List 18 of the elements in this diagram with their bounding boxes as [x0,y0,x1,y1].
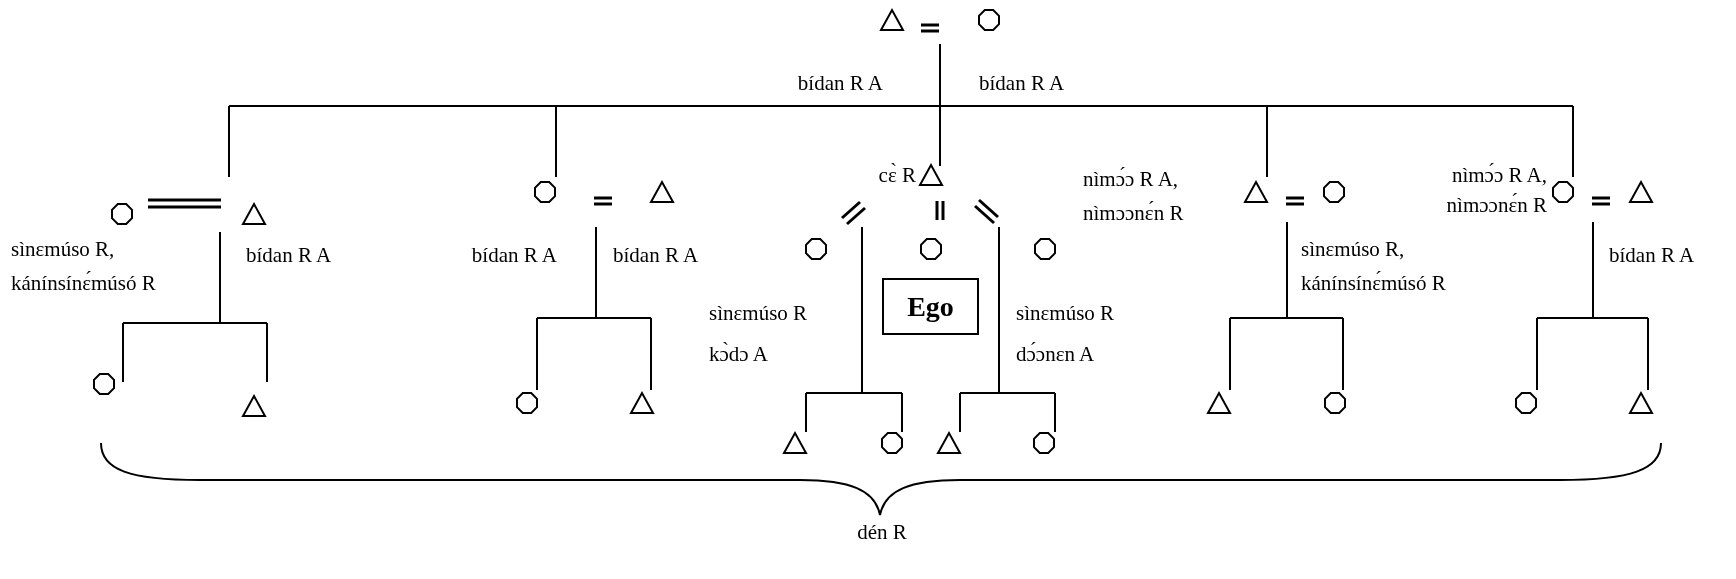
kinship-term: bídan R A [246,242,332,269]
kinship-term: sìnɛmúso R, kánínsínɛ́músó R [11,236,157,297]
ego-box [882,278,979,335]
kinship-term: sìnɛmúso R [709,300,808,327]
kinship-term: bídan R A [613,242,699,269]
kinship-term: bídan R A [797,70,883,97]
kinship-term: nìmɔ́ɔ R A, nìmɔɔnɛ́n R [1083,166,1185,227]
kinship-term: bídan R A [471,242,557,269]
kinship-term: sìnɛmúso R [1016,300,1115,327]
kinship-term: bídan R A [1609,242,1695,269]
kinship-term: sìnɛmúso R, kánínsínɛ́músó R [1301,236,1447,297]
kinship-term: kɔ̀dɔ A [709,341,768,368]
kinship-term: bídan R A [979,70,1065,97]
kinship-term: cɛ̀ R [878,162,916,189]
ego-label: Ego [907,290,954,323]
kinship-term: nìmɔ́ɔ R A, nìmɔɔnɛ́n R [1445,162,1547,219]
kinship-term: dén R [856,519,908,546]
kinship-term: dɔ́ɔnɛn A [1016,341,1095,368]
